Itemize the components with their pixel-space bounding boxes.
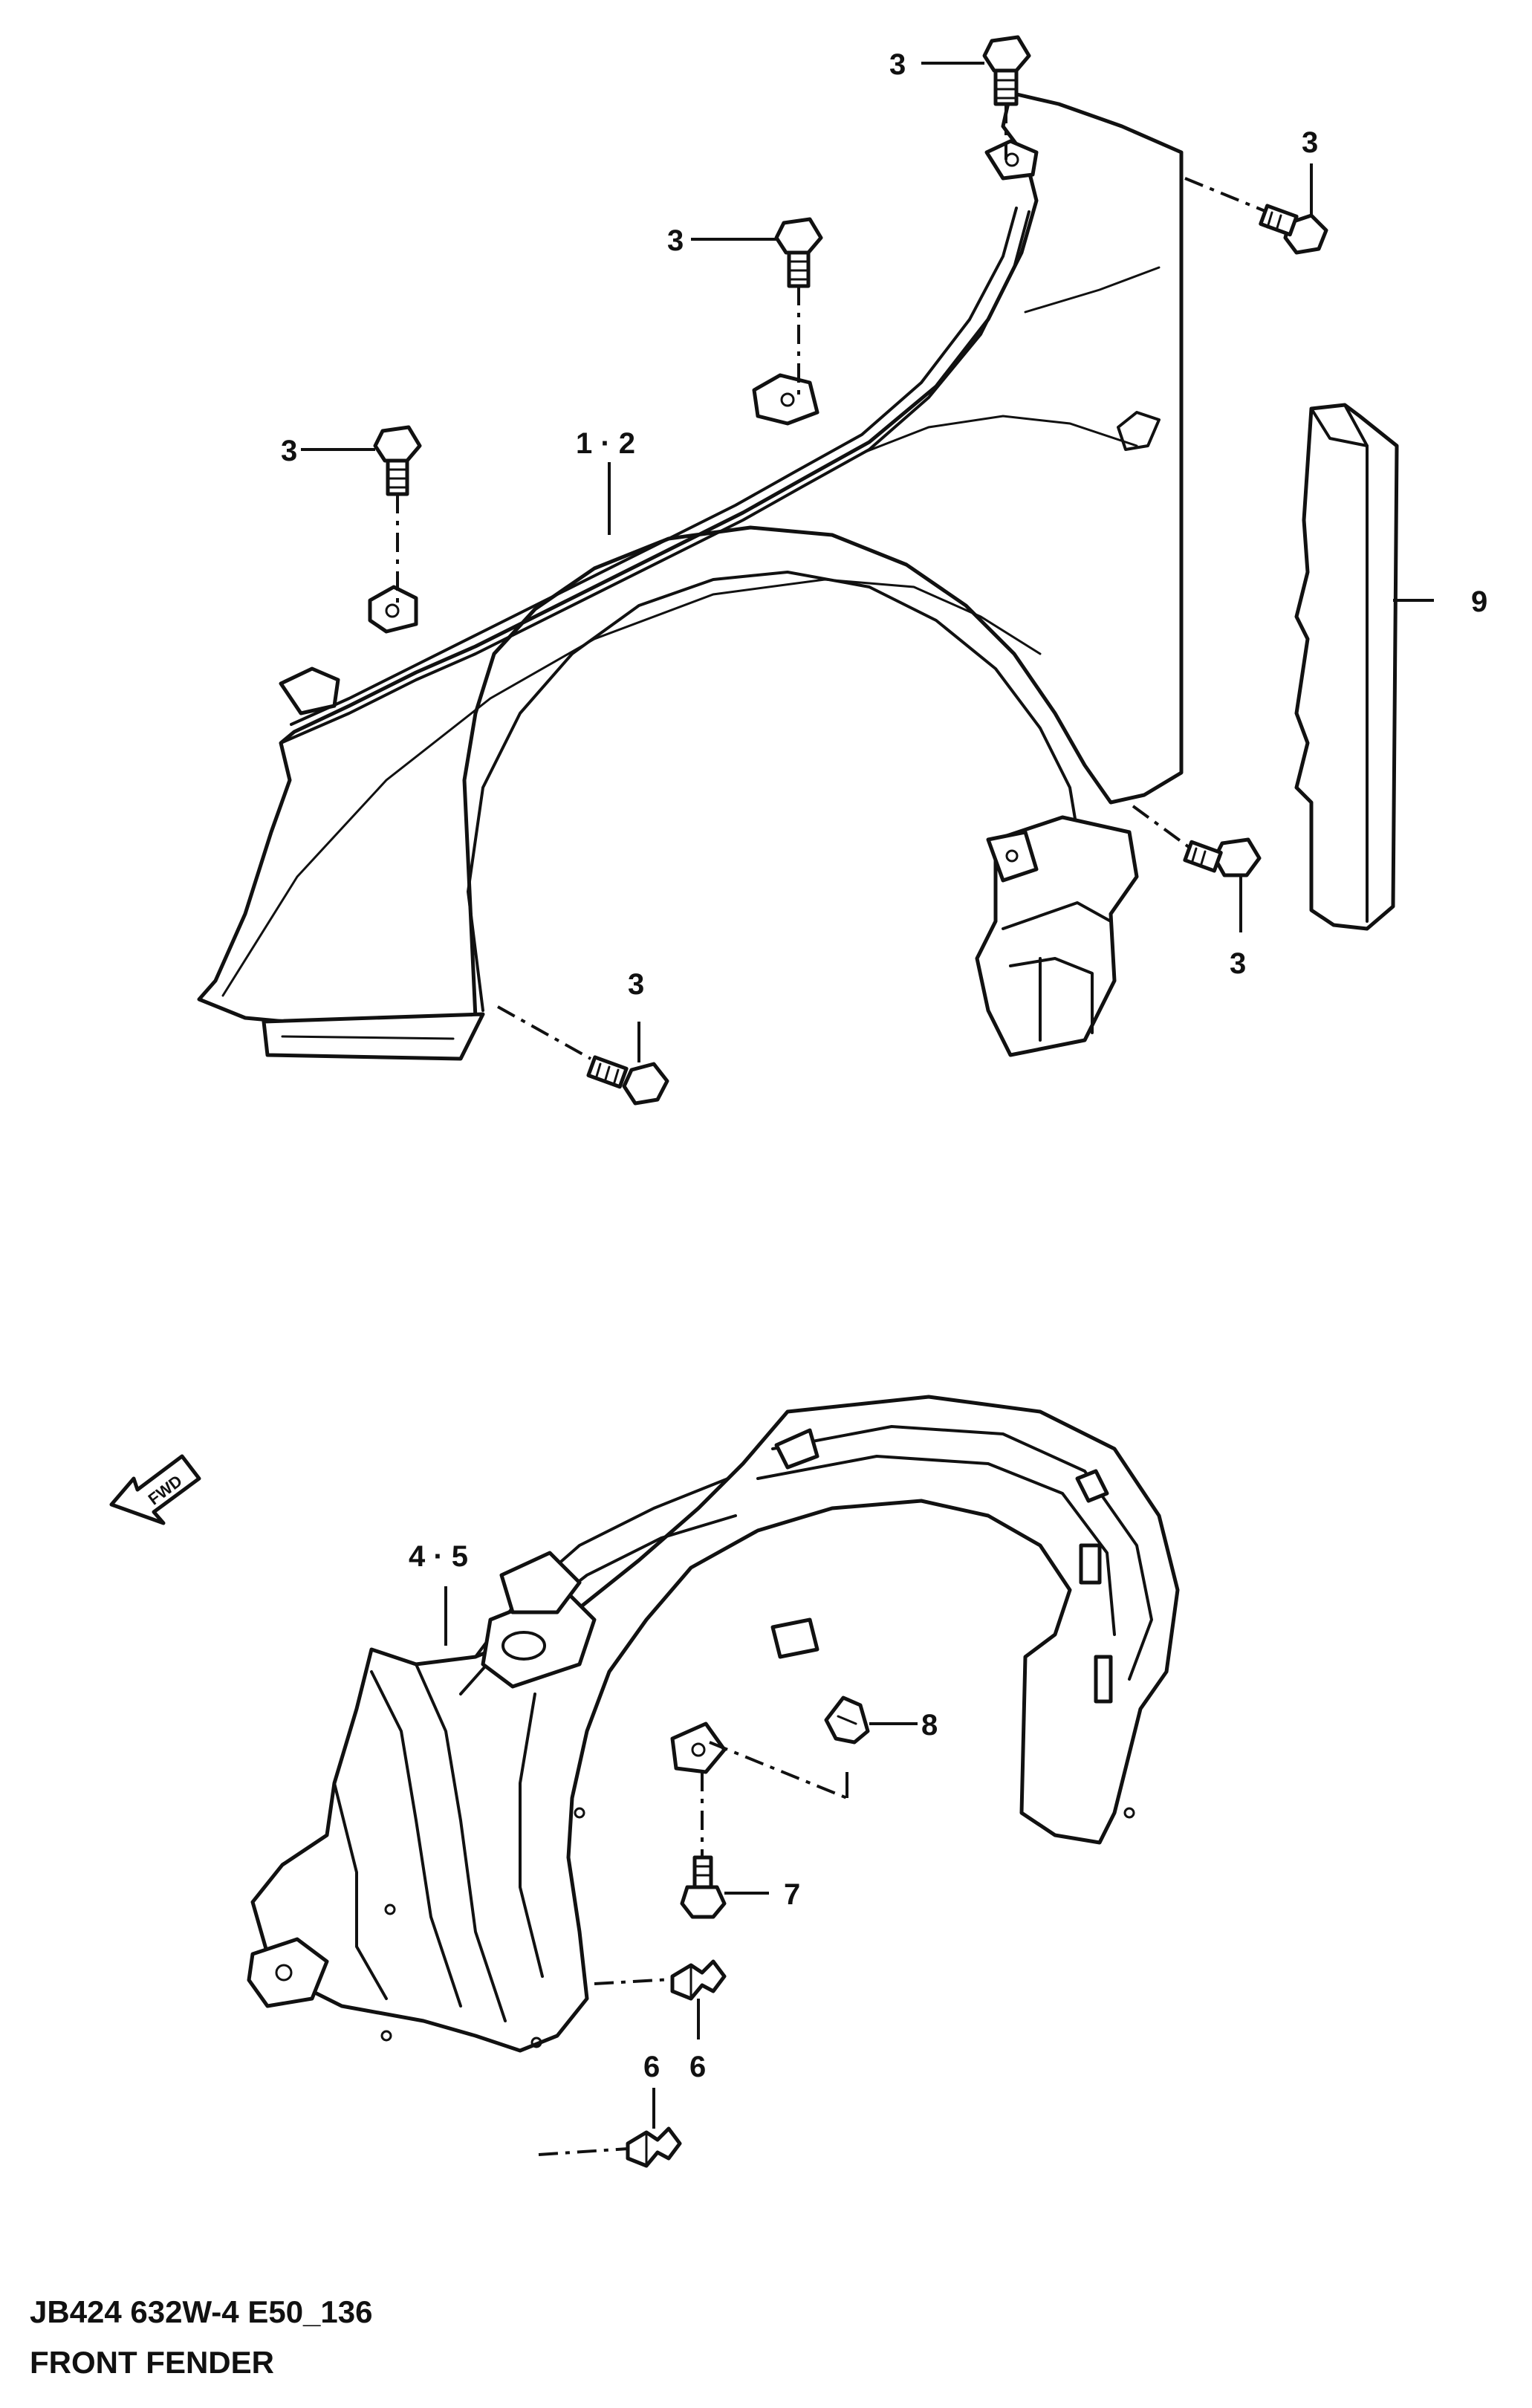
bolt-left <box>373 425 422 496</box>
callout-bolt-bottom-right: 3 <box>1230 947 1246 980</box>
bolt-upper-mid <box>774 217 823 288</box>
clip-lower <box>626 2126 682 2168</box>
bolt-bottom <box>586 1055 669 1106</box>
clip-upper <box>670 1959 727 2001</box>
callout-bolt-left: 3 <box>281 435 297 467</box>
callout-numbers: 3 3 3 3 1 · 2 9 3 3 4 · 5 8 7 6 6 <box>281 48 1487 2083</box>
fender-seal <box>1294 403 1399 931</box>
bolt-top <box>982 35 1031 106</box>
callout-bolt-upper-mid: 3 <box>667 224 684 257</box>
front-fender-panel <box>197 91 1184 1061</box>
callout-liner: 4 · 5 <box>409 1540 468 1573</box>
callout-screw: 7 <box>784 1878 800 1911</box>
wheel-house-liner <box>247 1395 1180 2053</box>
callout-clip-nut: 8 <box>921 1709 938 1742</box>
diagram-title: FRONT FENDER <box>30 2345 274 2380</box>
clip-nut <box>824 1695 870 1745</box>
forward-direction-arrow: FWD <box>109 1454 201 1525</box>
callout-bolt-bottom: 3 <box>628 968 644 1001</box>
leader-lines <box>301 62 1434 2156</box>
callout-seal: 9 <box>1471 585 1487 618</box>
diagram-code: JB424 632W-4 E50_136 <box>30 2294 373 2329</box>
screw <box>680 1855 727 1919</box>
callout-bolt-top: 3 <box>889 48 906 81</box>
callout-clip-upper: 6 <box>689 2051 706 2083</box>
bolt-top-right <box>1259 204 1328 255</box>
callout-fender: 1 · 2 <box>576 427 635 460</box>
callout-bolt-top-right: 3 <box>1302 126 1318 159</box>
bolt-bottom-right <box>1183 837 1262 877</box>
callout-clip-lower: 6 <box>643 2051 660 2083</box>
